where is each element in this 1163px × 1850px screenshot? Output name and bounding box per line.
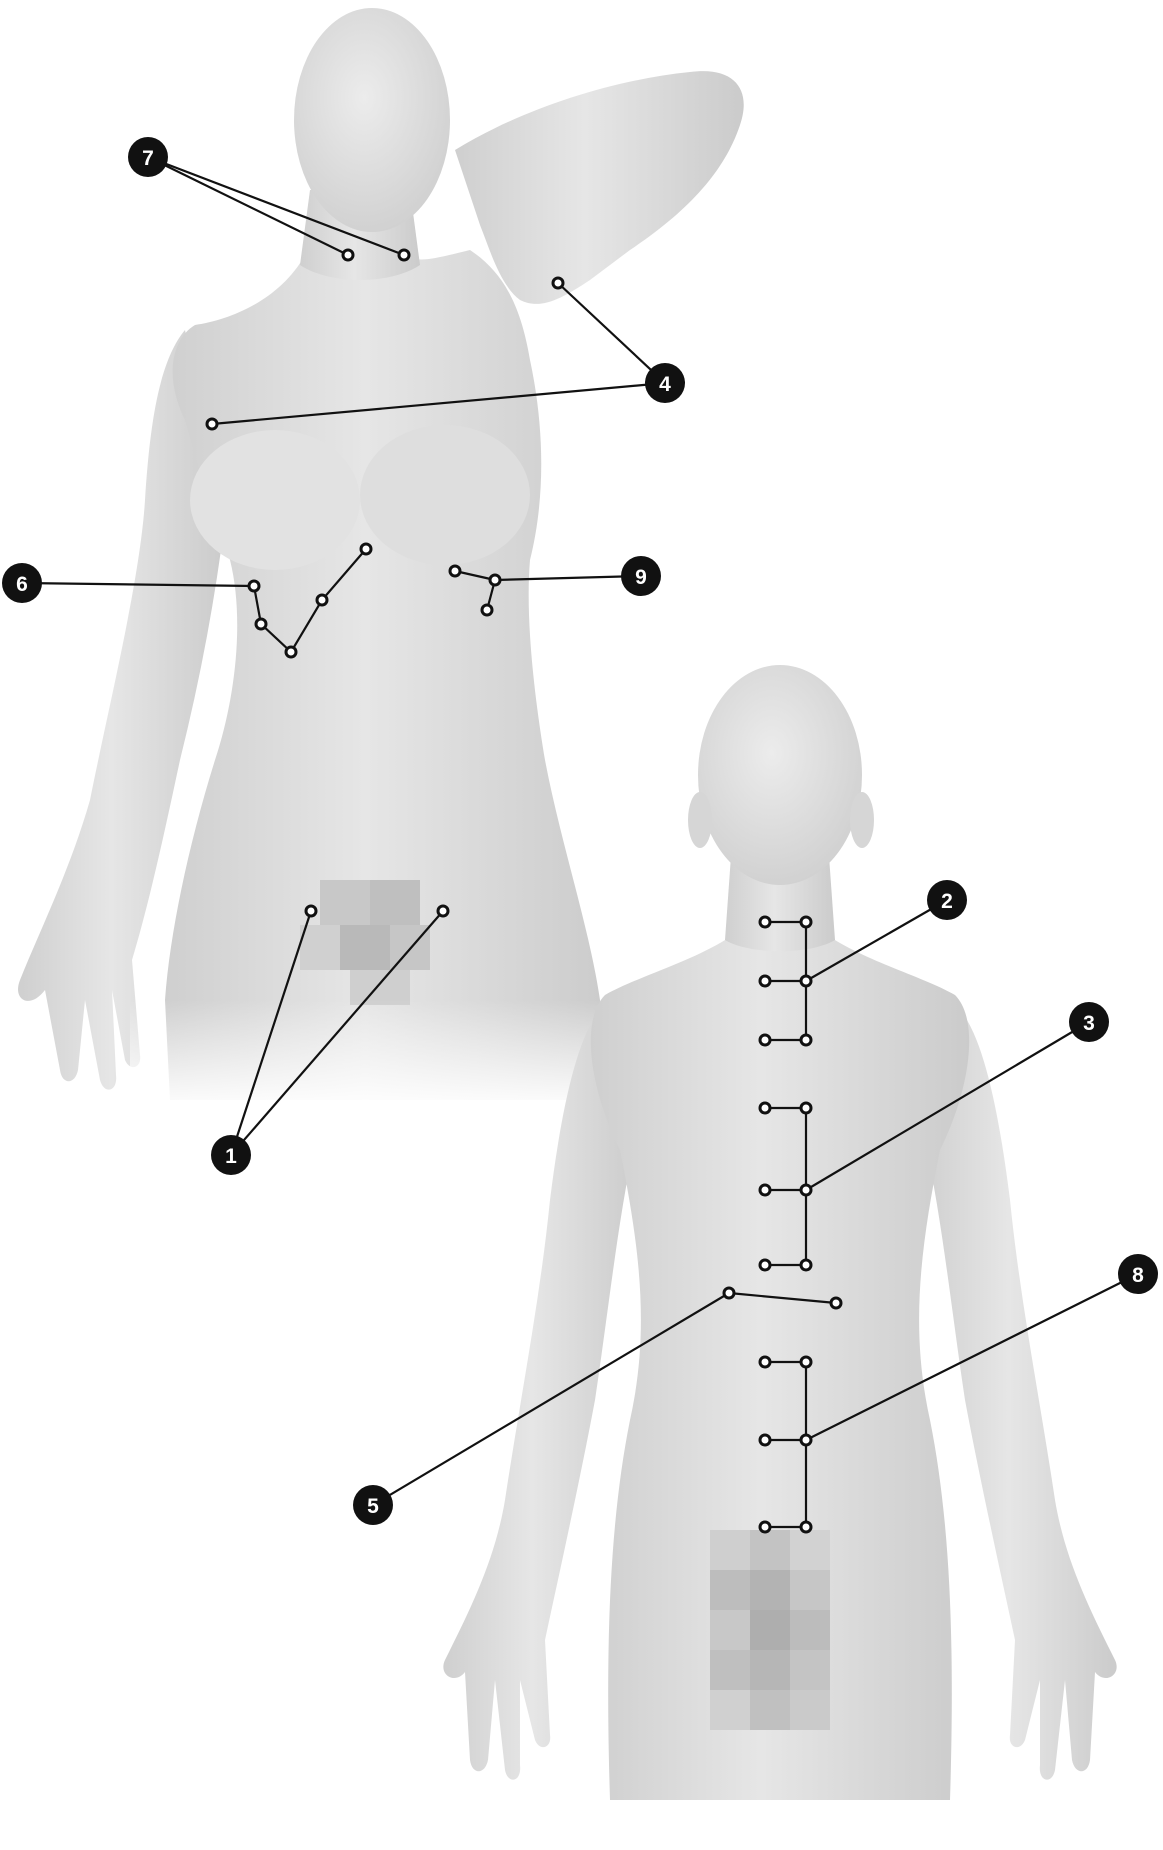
point-3f bbox=[801, 1260, 811, 1270]
point-8e bbox=[760, 1522, 770, 1532]
point-9c bbox=[482, 605, 492, 615]
point-6b bbox=[256, 619, 266, 629]
point-9a bbox=[450, 566, 460, 576]
back-censor bbox=[710, 1530, 830, 1730]
point-4a bbox=[553, 278, 563, 288]
point-3e bbox=[760, 1260, 770, 1270]
point-7b bbox=[399, 250, 409, 260]
point-8b bbox=[801, 1357, 811, 1367]
callout-6-label: 6 bbox=[16, 573, 28, 596]
point-3b bbox=[801, 1103, 811, 1113]
point-5b bbox=[831, 1298, 841, 1308]
point-8c bbox=[760, 1435, 770, 1445]
callout-5-label: 5 bbox=[367, 1495, 379, 1518]
back-ear-right bbox=[850, 792, 874, 848]
back-ear-left bbox=[688, 792, 712, 848]
point-7a bbox=[343, 250, 353, 260]
point-5a bbox=[724, 1288, 734, 1298]
point-6c bbox=[286, 647, 296, 657]
back-head bbox=[698, 665, 862, 885]
point-2c bbox=[760, 976, 770, 986]
callout-8-label: 8 bbox=[1132, 1264, 1144, 1287]
point-8a bbox=[760, 1357, 770, 1367]
front-head bbox=[294, 8, 450, 232]
callout-4-label: 4 bbox=[659, 373, 671, 396]
front-breast-right bbox=[190, 430, 360, 570]
callout-2: 2 bbox=[927, 880, 967, 920]
point-9b bbox=[490, 575, 500, 585]
front-raised-arm bbox=[455, 71, 744, 304]
callout-8: 8 bbox=[1118, 1254, 1158, 1294]
point-6e bbox=[361, 544, 371, 554]
point-2b bbox=[801, 917, 811, 927]
point-2d bbox=[801, 976, 811, 986]
front-breast-left bbox=[360, 425, 530, 565]
callout-2-label: 2 bbox=[941, 890, 953, 913]
callout-4: 4 bbox=[645, 363, 685, 403]
callout-7: 7 bbox=[128, 137, 168, 177]
point-4b bbox=[207, 419, 217, 429]
callout-7-label: 7 bbox=[142, 147, 154, 170]
point-1b bbox=[438, 906, 448, 916]
point-3d bbox=[801, 1185, 811, 1195]
point-3c bbox=[760, 1185, 770, 1195]
point-2e bbox=[760, 1035, 770, 1045]
point-6a bbox=[249, 581, 259, 591]
callout-6: 6 bbox=[2, 563, 42, 603]
callout-3-label: 3 bbox=[1083, 1012, 1095, 1035]
point-2f bbox=[801, 1035, 811, 1045]
point-8f bbox=[801, 1522, 811, 1532]
point-6d bbox=[317, 595, 327, 605]
point-2a bbox=[760, 917, 770, 927]
point-8d bbox=[801, 1435, 811, 1445]
point-3a bbox=[760, 1103, 770, 1113]
callout-1-label: 1 bbox=[225, 1145, 237, 1168]
callout-5: 5 bbox=[353, 1485, 393, 1525]
callout-1: 1 bbox=[211, 1135, 251, 1175]
callout-9: 9 bbox=[621, 556, 661, 596]
callout-9-label: 9 bbox=[635, 566, 647, 589]
point-1a bbox=[306, 906, 316, 916]
callout-3: 3 bbox=[1069, 1002, 1109, 1042]
